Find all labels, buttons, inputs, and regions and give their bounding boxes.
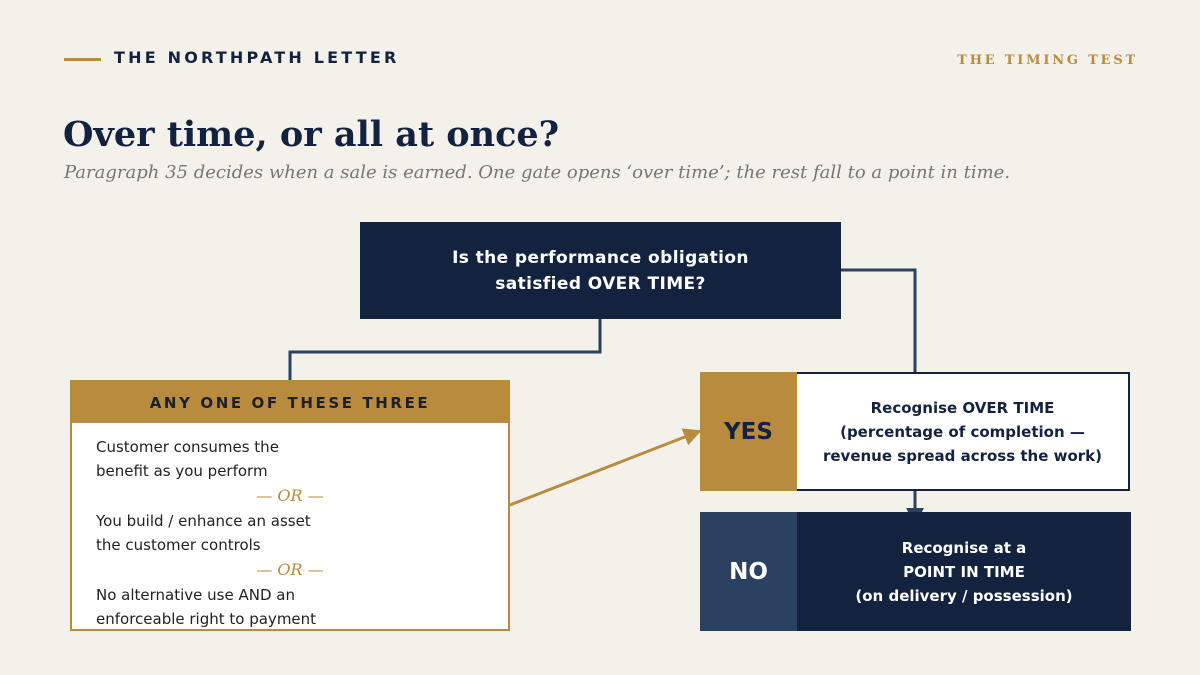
question-box: Is the performance obligation satisfied …: [360, 222, 841, 319]
no-line-3: (on delivery / possession): [855, 586, 1073, 605]
question-line-1: Is the performance obligation: [452, 247, 749, 268]
brand-name: THE NORTHPATH LETTER: [114, 48, 400, 67]
criteria-box: ANY ONE OF THESE THREE Customer consumes…: [70, 380, 510, 631]
no-line-1: Recognise at a: [901, 538, 1027, 557]
criteria-list: Customer consumes the benefit as you per…: [72, 423, 508, 631]
page-subtitle: Paragraph 35 decides when a sale is earn…: [64, 162, 1011, 183]
or-separator-2: — OR —: [256, 560, 324, 579]
no-outcome-box: Recognise at a POINT IN TIME (on deliver…: [797, 512, 1131, 631]
connector-question-to-criteria: [288, 319, 602, 380]
criterion-1: Customer consumes the benefit as you per…: [96, 435, 346, 483]
criterion-1-line-1: Customer consumes the: [96, 438, 279, 456]
yes-outcome-box: Recognise OVER TIME (percentage of compl…: [797, 372, 1130, 491]
criteria-header: ANY ONE OF THESE THREE: [72, 382, 508, 423]
section-label: THE TIMING TEST: [957, 53, 1138, 68]
criterion-1-line-2: benefit as you perform: [96, 462, 268, 480]
criterion-2: You build / enhance an asset the custome…: [96, 509, 346, 557]
question-line-2: satisfied OVER TIME?: [495, 273, 706, 294]
page-title: Over time, or all at once?: [63, 114, 560, 155]
criterion-2-line-1: You build / enhance an asset: [96, 512, 311, 530]
yes-line-3: revenue spread across the work): [822, 446, 1103, 465]
no-line-2: POINT IN TIME: [903, 562, 1025, 581]
arrow-criteria-to-yes: [509, 428, 702, 507]
criterion-2-line-2: the customer controls: [96, 536, 261, 554]
yes-line-1: Recognise OVER TIME: [870, 398, 1055, 417]
brand-accent-line: [64, 58, 101, 61]
or-separator-1: — OR —: [256, 486, 324, 505]
criterion-3: No alternative use AND an enforceable ri…: [96, 583, 346, 631]
criterion-3-line-1: No alternative use AND an: [96, 586, 295, 604]
criterion-3-line-2: enforceable right to payment: [96, 610, 317, 628]
yes-line-2: (percentage of completion —: [840, 422, 1085, 441]
yes-tag: YES: [700, 372, 797, 491]
no-tag: NO: [700, 512, 797, 631]
